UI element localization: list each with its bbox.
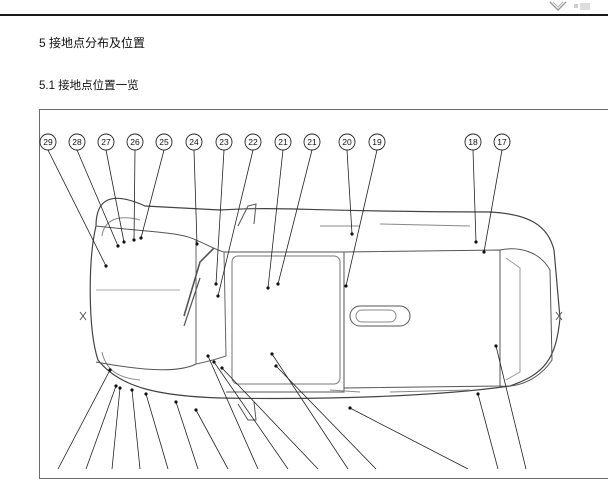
grounding-point-dot — [212, 360, 216, 364]
callout-17: 17 — [493, 133, 511, 151]
callout-22: 22 — [244, 133, 262, 151]
callout-25: 25 — [155, 133, 173, 151]
grounding-point-dot — [494, 344, 498, 348]
callout-label: 29 — [43, 137, 53, 147]
callout-label: 23 — [219, 137, 229, 147]
leader-line — [217, 149, 254, 297]
grounding-point-dot — [194, 408, 198, 412]
leader-line — [193, 149, 198, 245]
grounding-point-dot — [122, 240, 126, 244]
bottom-leader-line — [195, 409, 229, 469]
bottom-leader-line — [275, 365, 377, 469]
callout-label: 22 — [248, 137, 258, 147]
leader-line — [133, 149, 136, 241]
callout-label: 20 — [342, 137, 352, 147]
callout-23: 23 — [215, 133, 233, 151]
callout-21: 21 — [274, 133, 292, 151]
grounding-point-dot — [104, 264, 108, 268]
leader-line — [47, 149, 107, 267]
bottom-leader-line — [213, 361, 289, 469]
callout-29: 29 — [39, 133, 57, 151]
bottom-leader-line — [57, 369, 111, 469]
callout-19: 19 — [368, 133, 386, 151]
grounding-point-dot — [214, 282, 218, 286]
leader-line — [483, 149, 503, 253]
grounding-point-dot — [116, 244, 120, 248]
leader-line — [105, 149, 125, 243]
grounding-point-dot — [195, 242, 199, 246]
grounding-point-dot — [266, 286, 270, 290]
bottom-leader-line — [111, 387, 121, 469]
bottom-callouts — [57, 344, 527, 469]
leader-line — [76, 149, 119, 247]
grounding-point-dot — [174, 400, 178, 404]
grounding-point-dot — [270, 352, 274, 356]
callout-26: 26 — [126, 133, 144, 151]
grounding-point-dot — [476, 392, 480, 396]
bottom-leader-line — [495, 345, 527, 469]
top-callouts: 29 28 27 26 25 24 23 22 21 21 20 19 18 17 — [39, 133, 511, 151]
callout-label: 24 — [189, 137, 199, 147]
callout-label: 17 — [497, 137, 507, 147]
callout-24: 24 — [185, 133, 203, 151]
callout-label: 18 — [468, 137, 478, 147]
bottom-leader-line — [131, 389, 141, 469]
callout-label: 27 — [101, 137, 111, 147]
grounding-point-dot — [216, 294, 220, 298]
leader-line — [346, 149, 353, 235]
grounding-point-dot — [482, 250, 486, 254]
bottom-leader-line — [349, 407, 469, 469]
leader-line — [267, 149, 284, 289]
bottom-leader-line — [477, 393, 499, 469]
callout-20: 20 — [338, 133, 356, 151]
callout-label: 26 — [130, 137, 140, 147]
callout-21: 21 — [303, 133, 321, 151]
grounding-point-dot — [132, 238, 136, 242]
bottom-leader-line — [145, 393, 169, 469]
callout-label: 21 — [307, 137, 317, 147]
grounding-point-dot — [108, 368, 112, 372]
callout-27: 27 — [97, 133, 115, 151]
grounding-point-dot — [220, 366, 224, 370]
grounding-point-dot — [350, 232, 354, 236]
callout-28: 28 — [68, 133, 86, 151]
leader-line — [140, 149, 165, 239]
leader-line — [215, 149, 225, 285]
grounding-point-dot — [118, 386, 122, 390]
subsection-heading: 5.1 接地点位置一览 — [39, 80, 139, 92]
grounding-point-dot — [276, 282, 280, 286]
grounding-point-dot — [130, 388, 134, 392]
leader-line — [472, 149, 477, 243]
grounding-point-dot — [344, 284, 348, 288]
leader-line — [277, 149, 313, 285]
grounding-point-dot — [206, 354, 210, 358]
callout-label: 19 — [372, 137, 382, 147]
header-rule — [0, 14, 608, 16]
callout-label: 28 — [72, 137, 82, 147]
grounding-point-dot — [139, 236, 143, 240]
bottom-leader-line — [271, 353, 349, 469]
bottom-leader-line — [85, 385, 117, 469]
section-heading: 5 接地点分布及位置 — [39, 36, 146, 50]
bottom-leader-line — [221, 367, 319, 469]
grounding-point-dot — [144, 392, 148, 396]
brand-logo-icon — [549, 1, 590, 11]
grounding-point-dot — [274, 364, 278, 368]
bottom-leader-line — [175, 401, 199, 469]
callout-label: 21 — [278, 137, 288, 147]
callout-18: 18 — [464, 133, 482, 151]
bottom-leader-line — [207, 355, 259, 469]
grounding-point-dot — [348, 406, 352, 410]
callout-label: 25 — [159, 137, 169, 147]
leader-line — [345, 149, 378, 287]
grounding-point-dot — [114, 384, 118, 388]
grounding-point-dot — [474, 240, 478, 244]
vehicle-grounding-diagram: 29 28 27 26 25 24 23 22 21 21 20 19 18 17 — [39, 133, 563, 469]
